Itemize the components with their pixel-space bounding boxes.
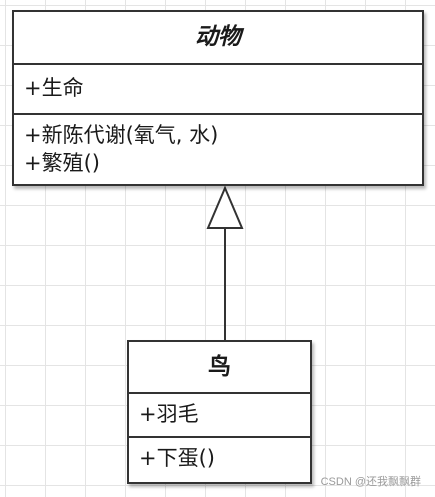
attribute-life: +生命 [24, 76, 84, 100]
class-bird-operations: +下蛋() [129, 436, 310, 472]
class-animal-name: 动物 [195, 24, 241, 50]
class-bird-attributes: +羽毛 [129, 392, 310, 436]
operation-metabolism: +新陈代谢(氧气, 水) [24, 123, 219, 147]
class-animal-operations: +新陈代谢(氧气, 水) +繁殖() [14, 113, 422, 177]
class-bird[interactable]: 鸟 +羽毛 +下蛋() [127, 340, 312, 484]
class-animal[interactable]: 动物 +生命 +新陈代谢(氧气, 水) +繁殖() [12, 10, 424, 186]
operation-lay-egg: +下蛋() [139, 446, 215, 470]
attribute-feathers: +羽毛 [139, 402, 199, 426]
class-animal-attributes: +生命 [14, 63, 422, 113]
class-bird-name: 鸟 [208, 354, 231, 380]
inheritance-arrowhead [206, 185, 244, 229]
operation-reproduce: +繁殖() [24, 151, 100, 175]
watermark: CSDN @还我飘飘群 [320, 476, 421, 488]
